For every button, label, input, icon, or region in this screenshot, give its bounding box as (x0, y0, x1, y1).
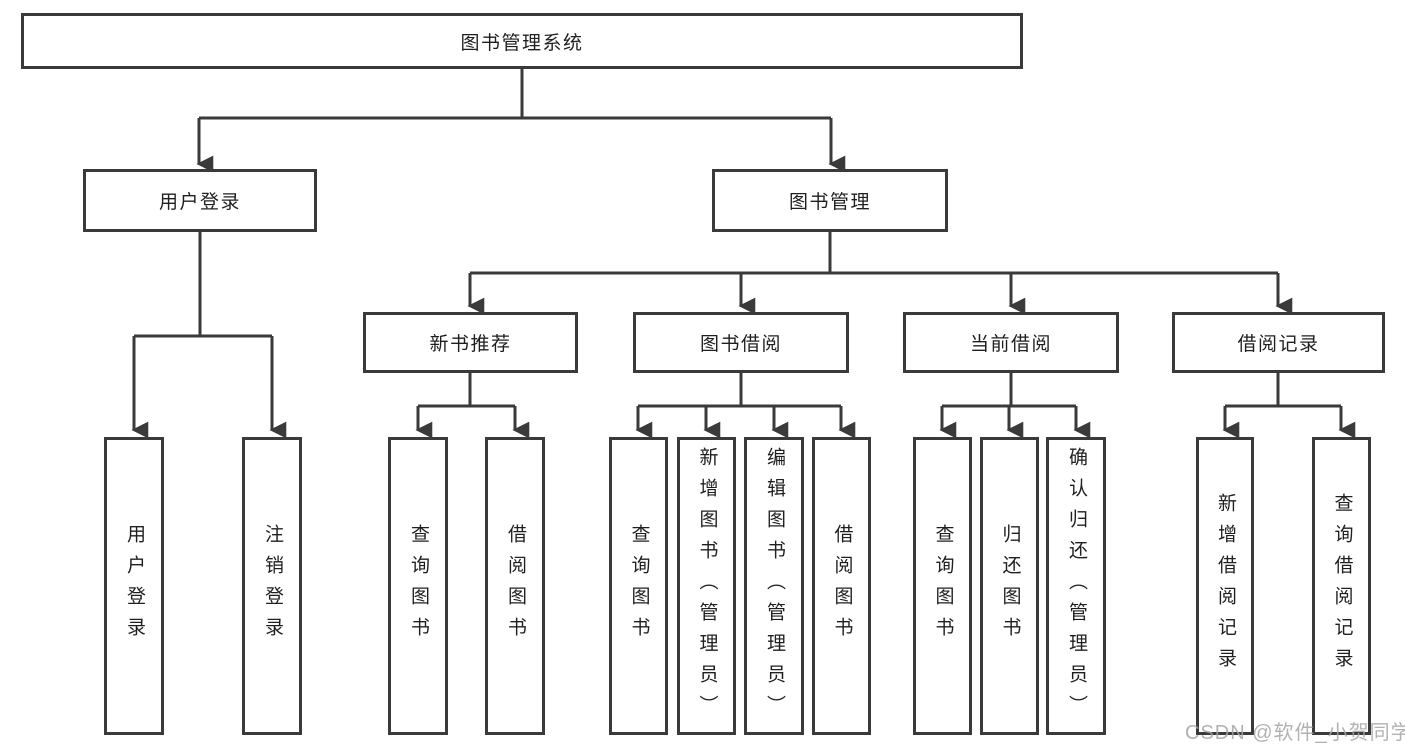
node-label: 确认归还（管理员） (1066, 446, 1087, 726)
node-borrowing-records: 借阅记录 (1172, 312, 1385, 373)
node-label: 查询图书 (932, 524, 954, 648)
leaf-logout: 注销登录 (242, 437, 302, 735)
leaf-user-login: 用户登录 (104, 437, 164, 735)
node-label: 编辑图书（管理员） (764, 446, 785, 726)
leaf-query-books-borrowing: 查询图书 (609, 437, 668, 735)
leaf-return-books: 归还图书 (980, 437, 1039, 735)
leaf-edit-books-admin: 编辑图书（管理员） (744, 437, 804, 735)
node-label: 新增借阅记录 (1215, 493, 1236, 679)
node-label: 查询图书 (408, 524, 429, 648)
wire-current-bar (942, 373, 1076, 408)
csdn-watermark: CSDN @软件_小贺同学 (1185, 722, 1405, 744)
leaf-query-books-current: 查询图书 (913, 437, 972, 735)
node-label: 用户登录 (124, 524, 145, 648)
node-label: 图书管理系统 (460, 32, 584, 54)
wire-login-bar (134, 232, 272, 338)
node-new-book-recommend: 新书推荐 (363, 312, 578, 373)
leaf-confirm-return-admin: 确认归还（管理员） (1046, 437, 1106, 735)
node-label: 查询图书 (628, 524, 650, 648)
node-label: 图书管理 (788, 192, 871, 213)
node-label: 借阅图书 (831, 524, 853, 648)
wire-bookmgmt-bar (470, 232, 1278, 275)
node-label: 查询借阅记录 (1331, 493, 1353, 679)
leaf-query-books-recommend: 查询图书 (388, 437, 448, 735)
wire-records-bar (1225, 373, 1341, 408)
leaf-add-books-admin: 新增图书（管理员） (677, 437, 736, 735)
node-label: 图书借阅 (699, 334, 782, 355)
node-label: 当前借阅 (969, 334, 1052, 355)
node-book-borrowing: 图书借阅 (633, 312, 849, 373)
node-label: 新书推荐 (429, 334, 512, 355)
node-current-borrowing: 当前借阅 (903, 312, 1119, 373)
node-library-system: 图书管理系统 (21, 13, 1023, 69)
node-label: 借阅图书 (505, 524, 526, 648)
node-label: 新增图书（管理员） (696, 446, 718, 726)
node-user-login: 用户登录 (83, 169, 317, 232)
node-label: 用户登录 (158, 192, 241, 213)
node-book-management: 图书管理 (712, 169, 948, 232)
leaf-borrow-books: 借阅图书 (812, 437, 871, 735)
leaf-add-borrow-record: 新增借阅记录 (1196, 437, 1254, 735)
wire-borrow-bar (638, 373, 841, 408)
wire-recommend-bar (418, 373, 515, 408)
wire-root-bar (199, 69, 831, 120)
leaf-query-borrow-record: 查询借阅记录 (1312, 437, 1371, 735)
leaf-borrow-books-recommend: 借阅图书 (485, 437, 545, 735)
node-label: 借阅记录 (1237, 334, 1320, 355)
node-label: 注销登录 (262, 524, 283, 648)
node-label: 归还图书 (999, 524, 1021, 648)
